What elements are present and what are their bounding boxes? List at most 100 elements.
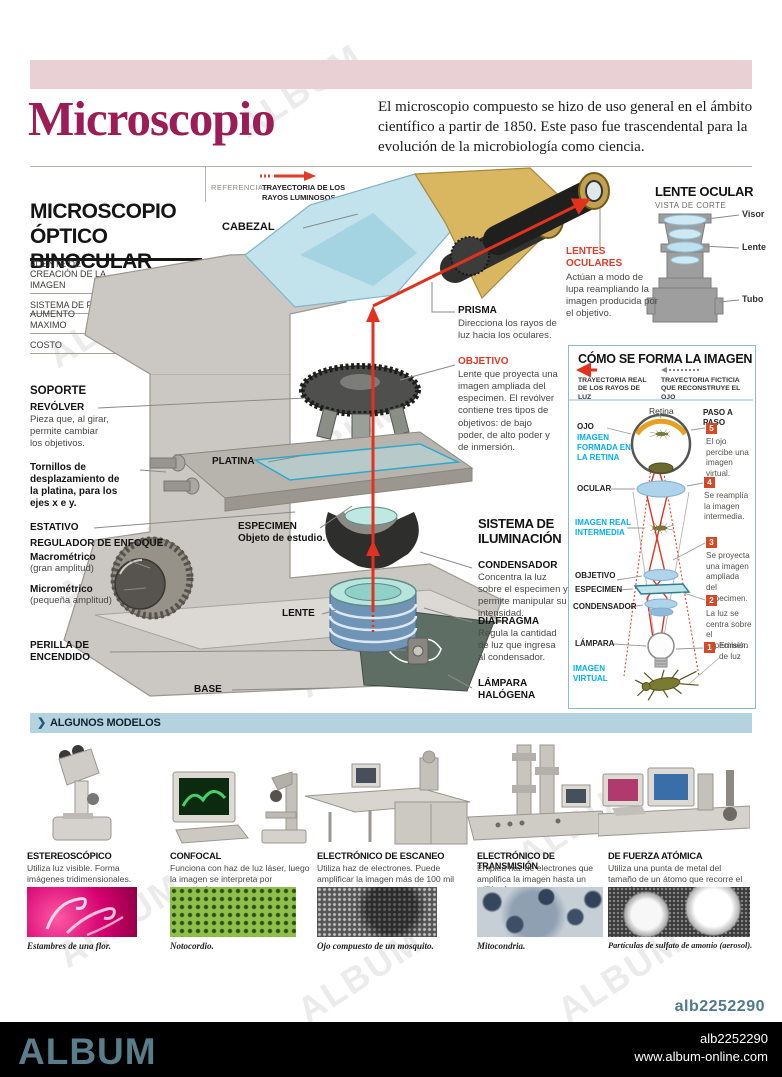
label-imagen-retina: IMAGEN FORMADA EN LA RETINA [577,433,631,462]
label-revolver: REVÓLVER [30,402,85,413]
step-5-badge: 5 [706,423,717,434]
label-imagen-virtual: IMAGEN VIRTUAL [573,664,608,683]
step-4-text: Se reamplía la imagen intermedia. [704,491,749,522]
spec-label: AUMENTO MAXIMO [30,309,75,331]
label-soporte: SOPORTE [30,385,87,397]
model-caption: Mitocondria. [477,941,526,951]
label-regulador: REGULADOR DE ENFOQUE [30,538,164,549]
panel-title: CÓMO SE FORMA LA IMAGEN [578,352,753,366]
model-caption: Estambres de una flor. [27,941,112,951]
label-estativo: ESTATIVO [30,522,79,533]
confocal-microscope-illustration [172,771,307,844]
model-caption: Ojo compuesto de un mosquito. [317,941,434,951]
focus-knobs [110,536,194,620]
desc-especimen: Objeto de estudio. [238,533,326,544]
model-photo-mitochondria [477,887,603,937]
stage-platina [149,431,474,512]
image-formation-diagram [569,362,753,703]
model-photo-mosquito-eye [317,887,437,937]
spec-label: SISTEMA DE FOCO [30,300,113,311]
stereo-microscope-illustration [52,745,112,841]
model-name: ELECTRÓNICO DE ESCANEO [317,851,445,861]
image-formation-panel: CÓMO SE FORMA LA IMAGEN [568,345,756,709]
label-base: BASE [194,684,222,695]
label-perilla: PERILLA DE ENCENDIDO [30,640,91,663]
step-3-badge: 3 [706,537,717,548]
ray-legend: TRAYECTORIA DE LOS RAYOS LUMINOSOS [262,183,346,202]
model-photo-aerosol [608,887,750,937]
desc-micrometrico: (pequeña amplitud) [30,595,112,606]
model-caption: Partículas de sulfato de amonio (aerosol… [608,941,753,950]
eyepiece-cutaway [646,213,740,323]
footer-url: www.album-online.com [634,1048,768,1064]
label-imagen-intermedia: IMAGEN REAL INTERMEDIA [575,518,631,537]
transmission-electron-microscope-illustration [467,744,611,841]
label-condensador: CONDENSADOR [478,560,558,571]
label-lampara-halogena: LÁMPARA HALÓGENA [478,678,536,701]
diagram-heading: MICROSCOPIO ÓPTICO BINOCULAR [30,200,177,273]
label-cabezal: CABEZAL [222,221,275,233]
legend-fict: TRAYECTORIA FICTICIA QUE RECONSTRUYE EL … [661,377,741,401]
ray-arrow-icon [260,171,316,181]
desc-prisma: Direcciona los rayos de luz hacia los oc… [458,318,557,342]
step-4-badge: 4 [704,477,715,488]
label-panel-condensador: CONDENSADOR [573,602,637,611]
label-panel-especimen: ESPECIMEN [575,585,623,594]
spec-label: FUENTE DE CREACIÓN DE LA IMAGEN [30,258,106,291]
label-prisma: PRISMA [458,305,497,316]
label-ojo: OJO [577,422,594,431]
microscope-head [244,167,610,308]
step-2-badge: 2 [706,595,717,606]
brand-logo: ALBUM [18,1031,157,1072]
divider [30,166,752,167]
page-title: Microscopio [28,91,276,146]
models-band: ❯ ALGUNOS MODELOS [30,713,752,733]
label-paso-a-paso: PASO A PASO [703,408,733,427]
desc-condensador: Concentra la luz sobre el especimen y pe… [478,572,568,620]
model-photo-flower [27,887,137,937]
label-objetivo: OBJETIVO [458,356,509,367]
label-sistema-iluminacion: SISTEMA DE ILUMINACIÓN [478,516,562,546]
step-1-text: Emisión de luz [719,641,749,661]
ocular-title: LENTE OCULAR [655,184,754,199]
label-especimen: ESPECIMEN [238,521,297,532]
models-heading: ALGUNOS MODELOS [50,717,161,729]
ocular-subtitle: VISTA DE CORTE [655,201,727,210]
desc-diafragma: Regula la cantidad de luz que ingresa al… [478,628,557,664]
scanning-electron-microscope-illustration [304,750,471,845]
chevron-icon: ❯ [37,717,47,729]
header-band [30,60,752,89]
label-ocular: OCULAR [577,484,612,493]
footer-code2: alb2252290 [700,1031,768,1046]
atomic-force-microscope-illustration [598,767,750,837]
desc-lentes-oculares: Actúan a modo de lupa reampliando la ima… [566,272,658,320]
model-name: CONFOCAL [170,851,222,861]
footer-bar: ALBUM alb2252290 www.album-online.com [0,1022,782,1077]
legend-real: TRAYECTORIA REAL DE LOS RAYOS DE LUZ [578,377,647,401]
label-macrometrico: Macrométrico [30,552,96,563]
image-code: alb2252290 [674,998,765,1015]
label-retina: Retina [649,406,674,416]
label-platina: PLATINA [212,456,255,467]
label-tubo: Tubo [742,294,764,304]
connector-lines [93,208,601,691]
label-tornillos: Tornillos de desplazamiento de la platin… [30,462,120,509]
references-label: REFERENCIAS [211,183,269,192]
model-name: DE FUERZA ATÓMICA [608,851,703,861]
divider [205,166,206,202]
desc-macrometrico: (gran amplitud) [30,563,94,574]
microscope-illustration [63,167,610,697]
footer-info: alb2252290 www.album-online.com [634,1030,768,1065]
model-photo-notochord [170,887,296,937]
revolver-nosepiece [299,363,421,451]
step-2-text: La luz se centra sobre el especimen. [706,609,752,650]
flower-stamens-art [45,897,124,937]
step-1-badge: 1 [704,642,715,653]
desc-revolver: Pieza que, al girar, permite cambiar los… [30,414,109,450]
power-knob [407,637,429,665]
label-diafragma: DIAFRAGMA [478,616,540,627]
desc-objetivo: Lente que proyecta una imagen ampliada d… [458,369,558,453]
model-caption: Notocordio. [170,941,214,951]
step-3-text: Se proyecta una imagen ampliada del espe… [706,551,750,603]
